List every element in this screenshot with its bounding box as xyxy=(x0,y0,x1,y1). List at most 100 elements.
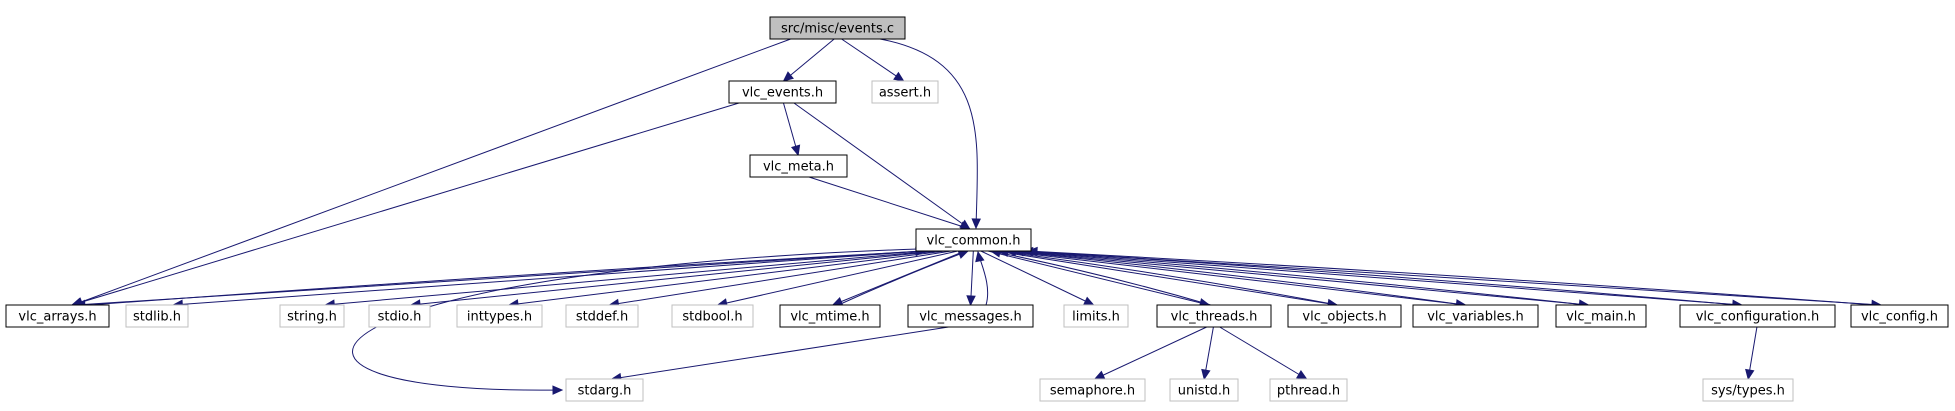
edge-events-c-to-assert-h xyxy=(841,38,905,82)
node-vlc-mtime-h[interactable]: vlc_mtime.h xyxy=(779,304,881,328)
edge-arrowhead xyxy=(1026,246,1038,257)
edge-line xyxy=(410,250,940,306)
edge-arrowhead xyxy=(971,218,981,230)
node-vlc-common-h[interactable]: vlc_common.h xyxy=(915,228,1032,252)
edge-line xyxy=(808,176,971,230)
node-events-c[interactable]: src/misc/events.c xyxy=(769,16,906,40)
edge-arrowhead xyxy=(1745,368,1755,381)
edge-line xyxy=(88,250,926,306)
edge-line xyxy=(1003,250,1466,306)
edge-vlc-threads-h-to-unistd-h xyxy=(1201,326,1214,381)
edge-layer xyxy=(70,38,1883,395)
edge-line xyxy=(1006,250,1465,306)
edge-line xyxy=(793,102,970,230)
node-box xyxy=(1156,304,1272,328)
node-vlc-threads-h[interactable]: vlc_threads.h xyxy=(1156,304,1272,328)
node-box xyxy=(728,80,837,104)
edge-vlc-events-h-to-vlc-arrays-h xyxy=(70,102,740,307)
node-label: vlc_objects.h xyxy=(1302,310,1386,325)
edge-line xyxy=(71,102,740,306)
node-inttypes-h: inttypes.h xyxy=(456,304,543,328)
edge-line xyxy=(990,250,1211,306)
edge-arrowhead xyxy=(966,295,976,307)
node-label: src/misc/events.c xyxy=(781,22,894,37)
node-box xyxy=(1679,304,1836,328)
node-vlc-messages-h[interactable]: vlc_messages.h xyxy=(907,304,1034,328)
edge-arrowhead xyxy=(1201,368,1211,381)
node-vlc-config-h[interactable]: vlc_config.h xyxy=(1850,304,1949,328)
edge-line xyxy=(609,250,952,306)
node-label: vlc_config.h xyxy=(1861,310,1938,325)
node-vlc-variables-h[interactable]: vlc_variables.h xyxy=(1412,304,1539,328)
node-box xyxy=(5,304,110,328)
node-label: vlc_configuration.h xyxy=(1696,310,1820,325)
edge-vlc-threads-h-to-semaphore-h xyxy=(1093,326,1207,380)
node-vlc-configuration-h[interactable]: vlc_configuration.h xyxy=(1679,304,1836,328)
edge-line xyxy=(1011,250,1589,306)
edge-line xyxy=(995,250,1338,306)
edge-arrowhead xyxy=(975,250,985,263)
node-label: stdarg.h xyxy=(578,384,632,399)
node-label: vlc_threads.h xyxy=(1171,310,1258,325)
node-label: stdbool.h xyxy=(682,310,742,325)
edge-line xyxy=(173,250,925,306)
edge-line xyxy=(508,250,946,306)
node-vlc-main-h[interactable]: vlc_main.h xyxy=(1555,304,1647,328)
node-label: limits.h xyxy=(1072,310,1120,325)
node-box xyxy=(1702,378,1794,402)
node-label: vlc_variables.h xyxy=(1427,310,1524,325)
node-box xyxy=(871,80,939,104)
node-stdarg-h: stdarg.h xyxy=(565,378,644,402)
node-stdlib-h: stdlib.h xyxy=(125,304,189,328)
edge-vlc-common-h-to-string-h xyxy=(324,250,934,309)
node-box xyxy=(1269,378,1348,402)
edge-arrowhead xyxy=(1082,296,1095,306)
edge-line xyxy=(832,250,966,306)
node-vlc-events-h[interactable]: vlc_events.h xyxy=(728,80,837,104)
edge-vlc-threads-h-to-pthread-h xyxy=(1219,326,1308,380)
node-box xyxy=(907,304,1034,328)
node-vlc-objects-h[interactable]: vlc_objects.h xyxy=(1287,304,1402,328)
node-label: assert.h xyxy=(879,86,931,101)
edge-vlc-common-h-to-vlc-arrays-h xyxy=(74,250,923,310)
node-box xyxy=(1039,378,1146,402)
node-box xyxy=(565,378,644,402)
node-label: inttypes.h xyxy=(467,310,532,325)
edge-line xyxy=(1023,250,1739,306)
edge-vlc-arrays-h-to-vlc-common-h xyxy=(88,246,927,306)
node-stdbool-h: stdbool.h xyxy=(671,304,754,328)
edge-arrowhead xyxy=(893,71,905,82)
edge-vlc-configuration-h-to-sys-types-h xyxy=(1745,326,1758,381)
edge-line xyxy=(998,250,1338,306)
edge-line xyxy=(352,248,919,391)
node-pthread-h: pthread.h xyxy=(1269,378,1348,402)
node-unistd-h: unistd.h xyxy=(1169,378,1239,402)
edge-vlc-messages-h-to-vlc-common-h xyxy=(975,250,989,306)
node-label: stdlib.h xyxy=(133,310,181,325)
node-label: pthread.h xyxy=(1277,384,1340,399)
edge-line xyxy=(1020,250,1742,306)
edge-events-c-to-vlc-common-h xyxy=(879,38,981,230)
node-label: vlc_meta.h xyxy=(763,160,834,175)
node-box xyxy=(1063,304,1129,328)
node-stddef-h: stddef.h xyxy=(565,304,639,328)
edge-vlc-events-h-to-vlc-meta-h xyxy=(782,102,801,157)
node-box xyxy=(1850,304,1949,328)
node-label: sys/types.h xyxy=(1711,384,1785,399)
node-vlc-arrays-h[interactable]: vlc_arrays.h xyxy=(5,304,110,328)
edge-line xyxy=(1027,250,1876,306)
node-vlc-meta-h[interactable]: vlc_meta.h xyxy=(749,154,848,178)
edge-line xyxy=(611,326,949,380)
node-label: vlc_mtime.h xyxy=(790,310,869,325)
node-layer: src/misc/events.c vlc_events.h assert.h vlc… xyxy=(5,16,1949,402)
node-box xyxy=(671,304,754,328)
edge-line xyxy=(879,38,978,229)
edge-arrowhead xyxy=(782,71,794,82)
edge-line xyxy=(717,250,958,306)
edge-vlc-common-h-to-stdarg-h xyxy=(352,248,919,395)
edge-arrowhead xyxy=(1296,370,1308,380)
edge-events-c-to-vlc-events-h xyxy=(782,38,835,82)
edge-line xyxy=(980,250,1094,306)
edge-vlc-messages-h-to-stdarg-h xyxy=(610,326,949,383)
